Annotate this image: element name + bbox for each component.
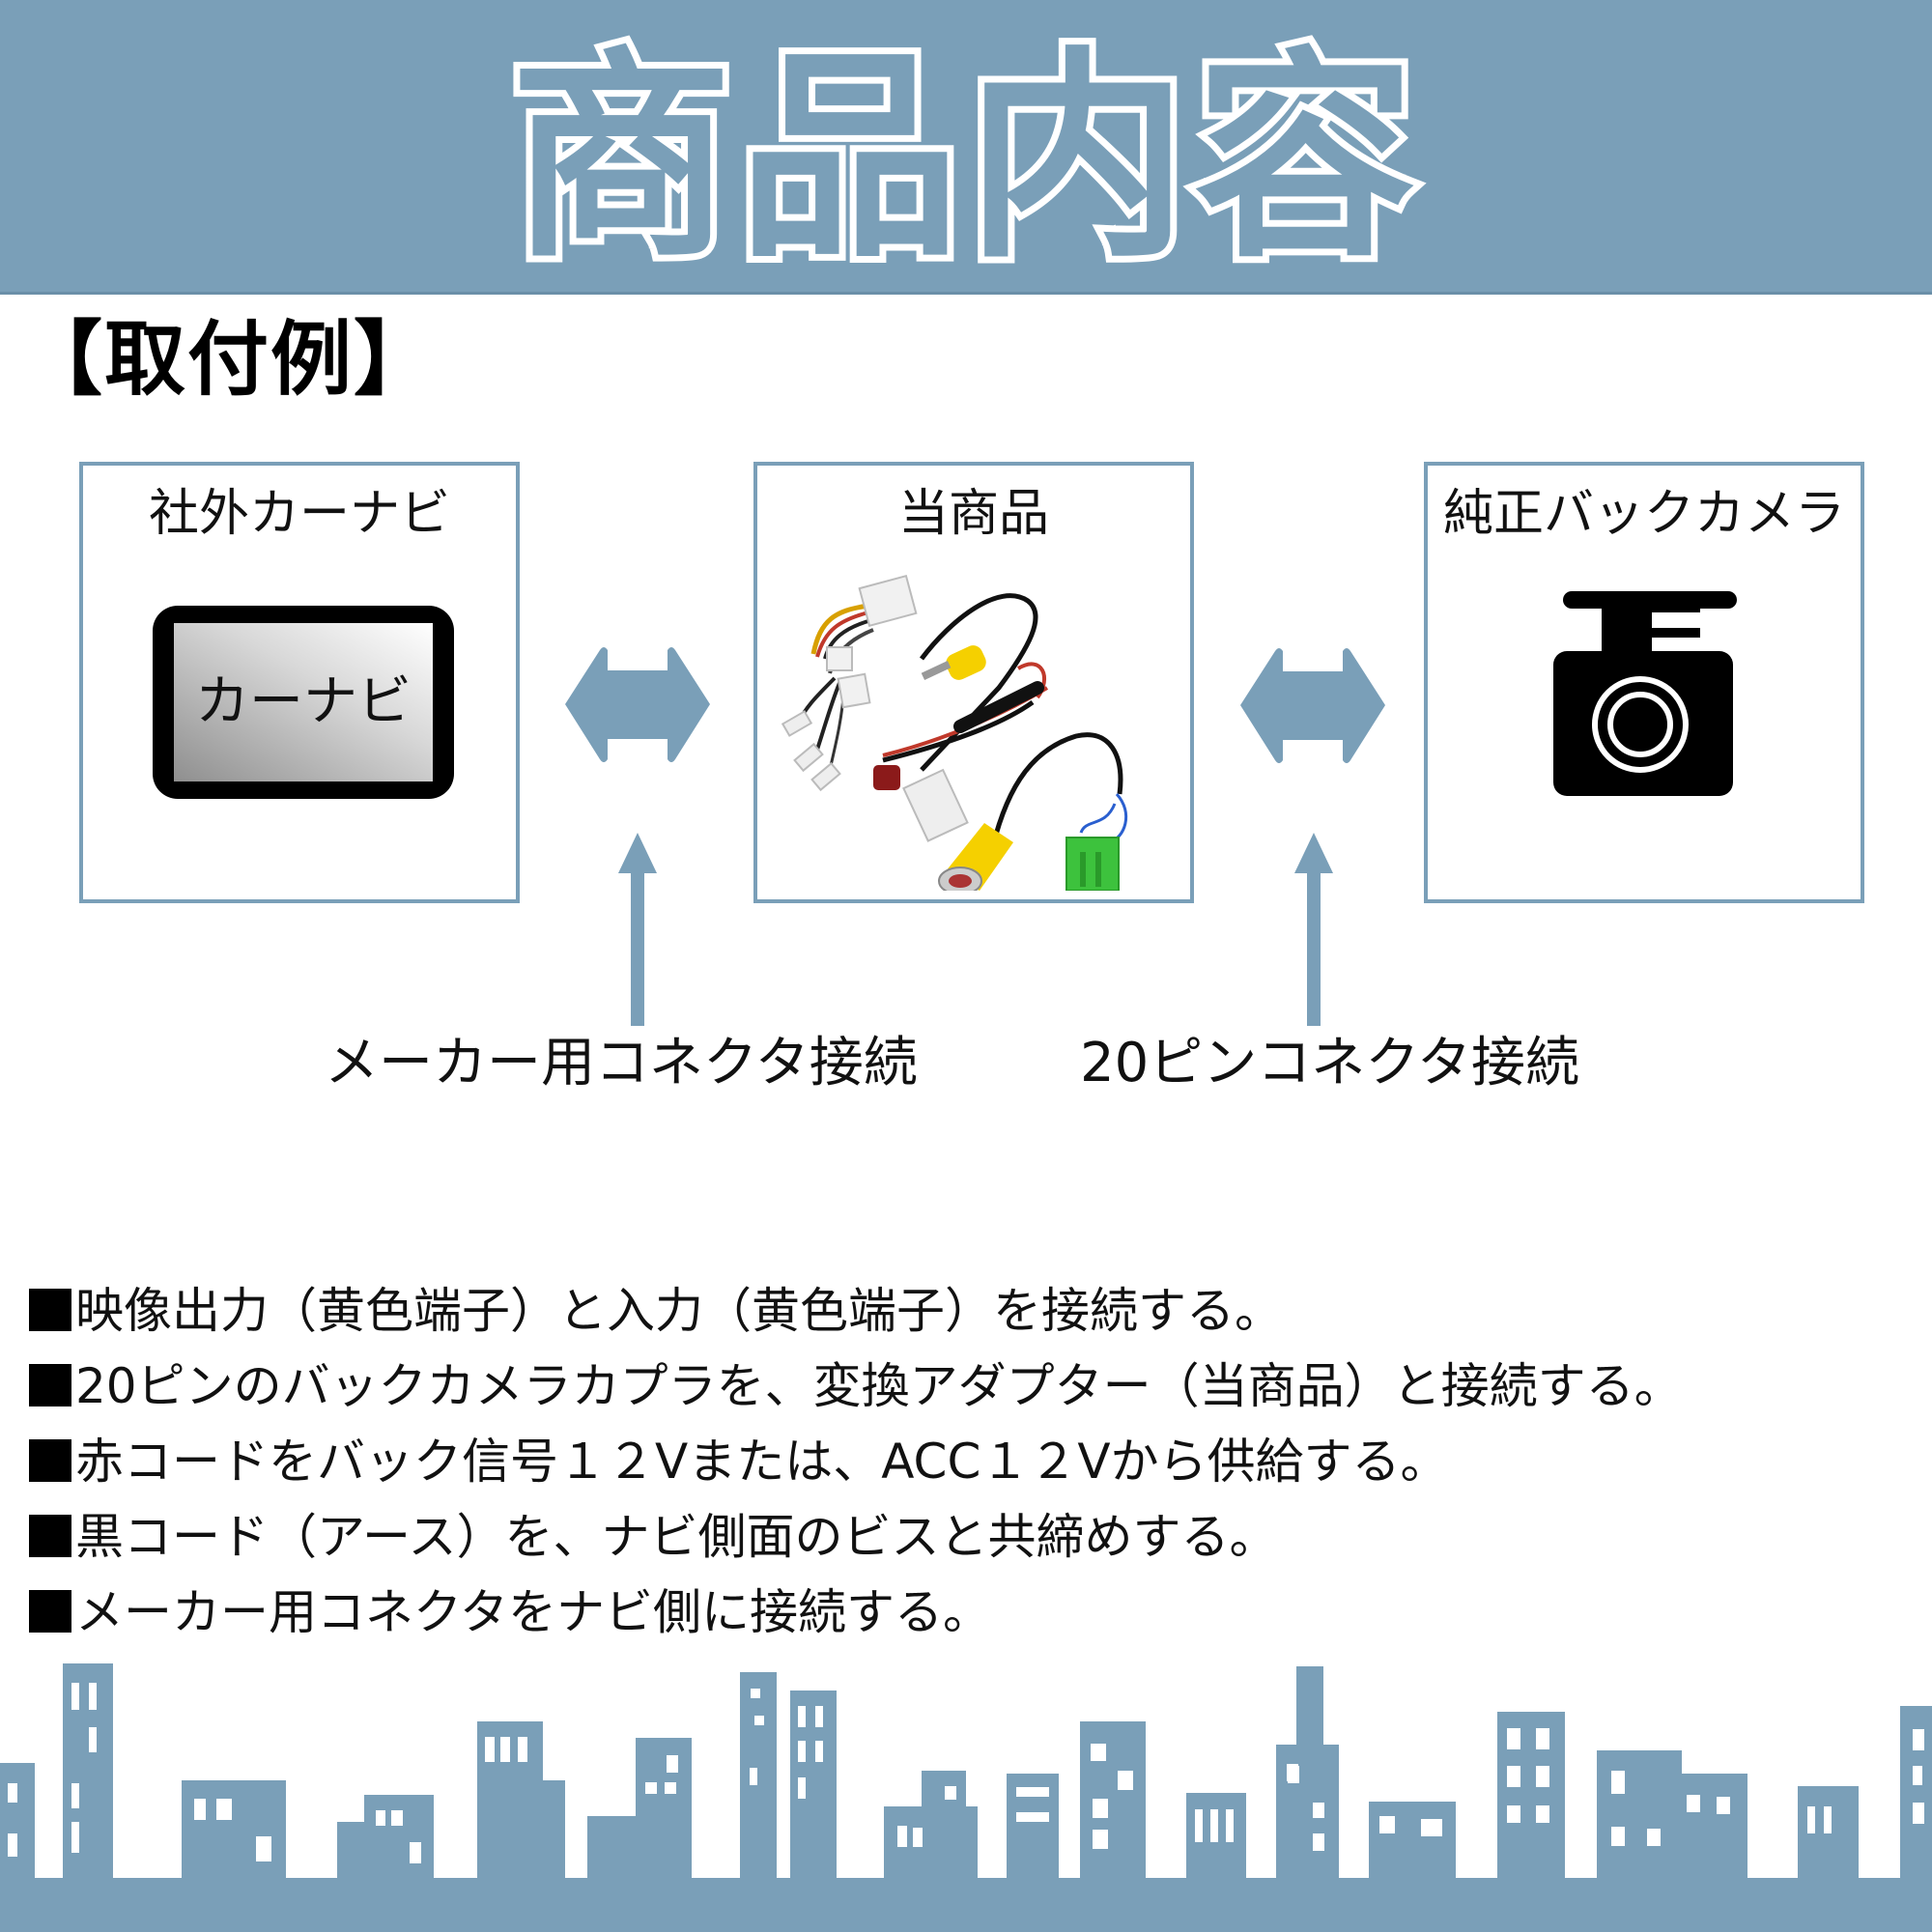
instruction-item: 映像出力（黄色端子）と入力（黄色端子）を接続する。: [29, 1273, 1922, 1349]
instruction-item: メーカー用コネクタをナビ側に接続する。: [29, 1575, 1922, 1650]
bullet-square-icon: [29, 1289, 71, 1331]
box-label: 当商品: [897, 485, 1049, 543]
box-label: 純正バックカメラ: [1442, 485, 1845, 543]
section-title: 【取付例】: [21, 312, 438, 407]
bullet-square-icon: [29, 1515, 71, 1557]
camera-body: [1553, 651, 1733, 796]
instruction-text: 赤コードをバック信号１２Vまたは、ACC１２Vから供給する。: [75, 1434, 1449, 1490]
back-camera-icon: [1428, 466, 1861, 899]
bullet-square-icon: [29, 1364, 71, 1406]
instruction-text: 映像出力（黄色端子）と入力（黄色端子）を接続する。: [75, 1283, 1283, 1339]
up-arrow-icon: [618, 833, 657, 1026]
up-arrow-icon: [1294, 833, 1333, 1026]
header-banner: 商品内容: [0, 0, 1932, 295]
camera-slot: [1652, 612, 1706, 628]
navi-screen-text: カーナビ: [195, 670, 412, 733]
product-harness-photo: [781, 574, 1128, 891]
aftermarket-navi-box: 社外カーナビ カーナビ: [79, 462, 520, 903]
instruction-text: 黒コード（アース）を、ナビ側面のビスと共締めする。: [75, 1509, 1278, 1565]
instruction-item: 20ピンのバックカメラカプラを、変換アダプター（当商品）と接続する。: [29, 1349, 1922, 1424]
product-box: 当商品: [753, 462, 1194, 903]
bullet-square-icon: [29, 1439, 71, 1482]
camera-lens-outer: [1592, 676, 1689, 773]
instruction-text: 20ピンのバックカメラカプラを、変換アダプター（当商品）と接続する。: [75, 1358, 1683, 1414]
camera-slot: [1652, 638, 1706, 653]
page-title: 商品内容: [503, 30, 1423, 288]
camera-lens-inner: [1607, 692, 1673, 757]
instruction-text: メーカー用コネクタをナビ側に接続する。: [75, 1584, 991, 1640]
maker-connector-label: メーカー用コネクタ接続: [325, 1032, 918, 1094]
bullet-square-icon: [29, 1590, 71, 1633]
instruction-list: 映像出力（黄色端子）と入力（黄色端子）を接続する。 20ピンのバックカメラカプラ…: [29, 1273, 1922, 1650]
back-camera-box: 純正バックカメラ: [1424, 462, 1864, 903]
instruction-item: 赤コードをバック信号１２Vまたは、ACC１２Vから供給する。: [29, 1424, 1922, 1499]
instruction-item: 黒コード（アース）を、ナビ側面のビスと共締めする。: [29, 1499, 1922, 1575]
navi-screen: カーナビ: [174, 623, 433, 781]
car-navigation-icon: カーナビ: [153, 606, 454, 799]
city-skyline-decoration: [0, 1663, 1932, 1932]
20pin-connector-label: 20ピンコネクタ接続: [1080, 1032, 1580, 1094]
double-arrow-icon: [1240, 648, 1385, 763]
double-arrow-icon: [565, 647, 710, 762]
box-label: 社外カーナビ: [148, 485, 450, 543]
